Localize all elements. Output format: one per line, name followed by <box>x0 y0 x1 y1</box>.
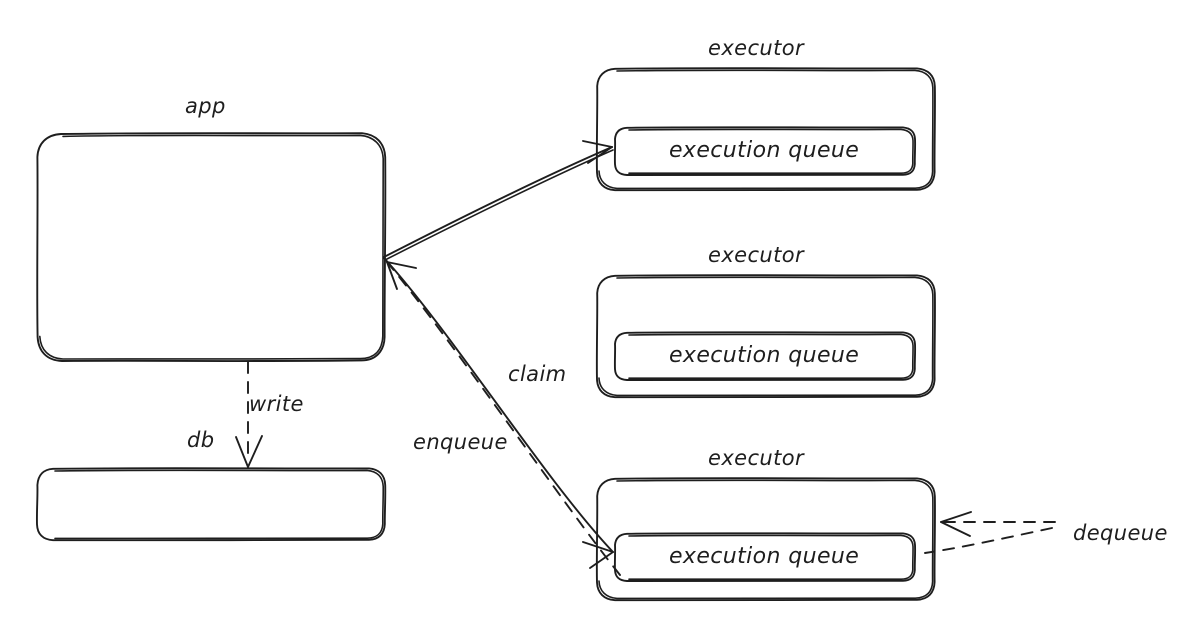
node-queue-2-label: execution queue <box>669 343 860 368</box>
edge-claim-label: claim <box>508 362 567 386</box>
node-executor-2-label: executor <box>708 243 805 267</box>
node-db-label: db <box>187 428 215 452</box>
node-executor-3-shape[interactable] <box>595 477 936 602</box>
node-queue-3-label: execution queue <box>669 544 860 569</box>
node-queue-2-shape[interactable] <box>613 331 917 382</box>
node-app-shape[interactable] <box>36 132 387 362</box>
node-queue-3-shape[interactable] <box>613 532 917 583</box>
edge-dequeue[interactable] <box>924 511 1056 554</box>
edge-write[interactable] <box>235 361 263 468</box>
node-executor-1-label: executor <box>708 36 805 60</box>
node-queue-1-label: execution queue <box>669 138 860 163</box>
node-executor-3-label: executor <box>708 446 805 470</box>
edge-dequeue-label: dequeue <box>1073 521 1168 545</box>
edge-enqueue-bottom[interactable] <box>383 257 614 569</box>
edge-write-label: write <box>249 392 304 416</box>
edge-enqueue-label: enqueue <box>413 430 508 454</box>
node-executor-2-shape[interactable] <box>595 274 936 399</box>
node-queue-1-shape[interactable] <box>613 126 917 177</box>
edge-enqueue-top[interactable] <box>383 140 614 261</box>
node-app-label: app <box>185 94 226 118</box>
node-db-shape[interactable] <box>35 467 387 542</box>
node-executor-1-shape[interactable] <box>595 67 936 192</box>
edge-claim[interactable] <box>386 261 621 576</box>
